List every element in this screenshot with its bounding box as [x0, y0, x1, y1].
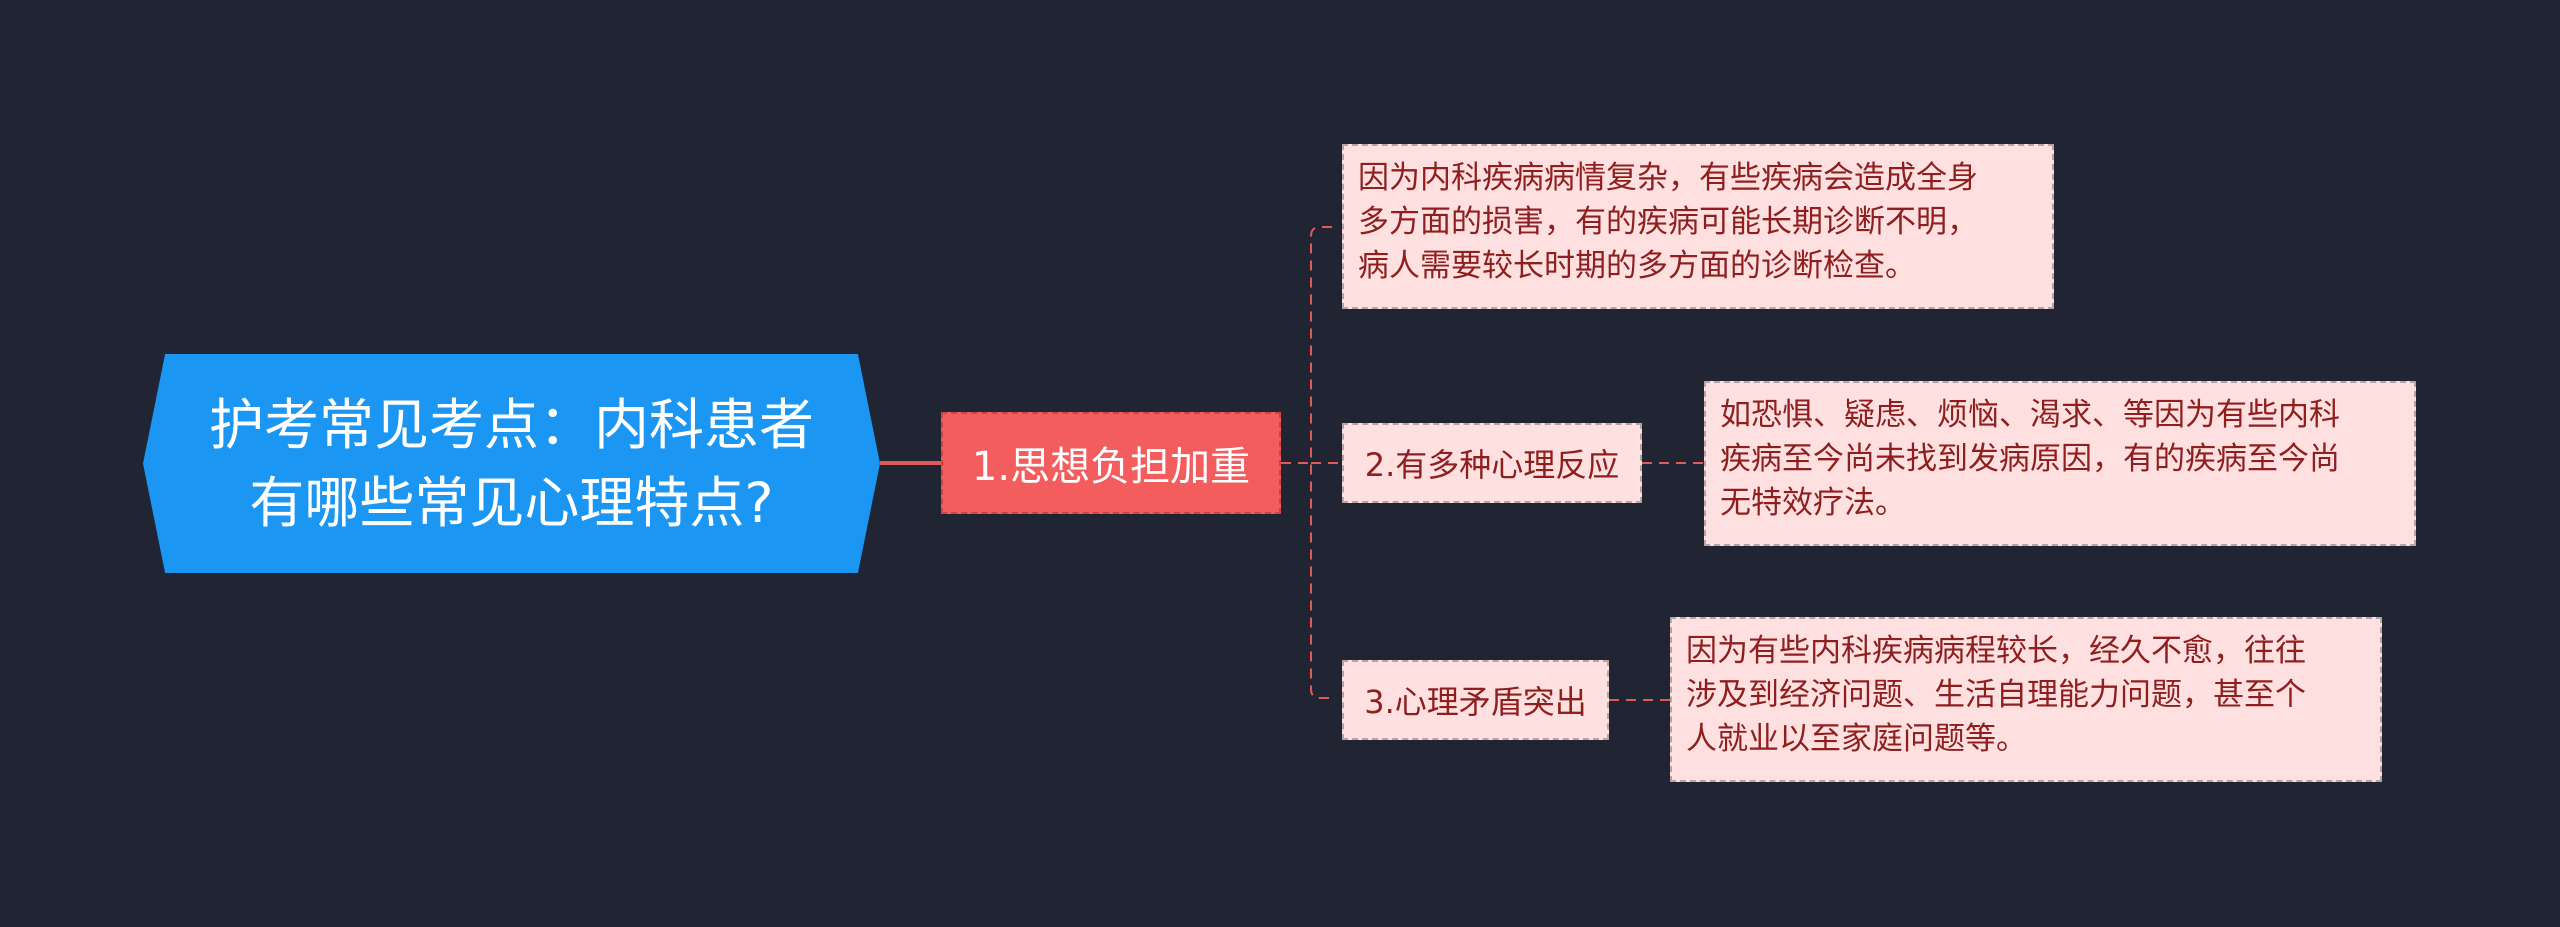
sub1-leaf-line-2: 多方面的损害，有的疾病可能长期诊断不明， [1358, 204, 1978, 240]
root-title-line1: 护考常见考点：内科患者 [208, 392, 814, 457]
sub3-leaf-line-3: 人就业以至家庭问题等。 [1686, 721, 2027, 757]
sub2-leaf-line-3: 无特效疗法。 [1720, 485, 1906, 521]
sub2-leaf-node[interactable]: 如恐惧、疑虑、烦恼、渴求、等因为有些内科 疾病至今尚未找到发病原因，有的疾病至今… [1704, 381, 2416, 546]
root-title-line2: 有哪些常见心理特点? [249, 470, 774, 535]
root-text: 护考常见考点：内科患者 有哪些常见心理特点? [209, 386, 814, 542]
sub3-node[interactable]: 3.心理矛盾突出 [1342, 660, 1609, 740]
root-node[interactable]: 护考常见考点：内科患者 有哪些常见心理特点? [143, 354, 880, 573]
sub2-node[interactable]: 2.有多种心理反应 [1342, 423, 1642, 503]
sub3-leaf-line-2: 涉及到经济问题、生活自理能力问题，甚至个 [1686, 677, 2306, 713]
sub1-leaf-node[interactable]: 因为内科疾病病情复杂，有些疾病会造成全身 多方面的损害，有的疾病可能长期诊断不明… [1342, 144, 2054, 309]
sub2-leaf-line-2: 疾病至今尚未找到发病原因，有的疾病至今尚 [1720, 441, 2340, 477]
sub3-leaf-node[interactable]: 因为有些内科疾病病程较长，经久不愈，往往 涉及到经济问题、生活自理能力问题，甚至… [1670, 617, 2382, 782]
sub3-leaf-line-1: 因为有些内科疾病病程较长，经久不愈，往往 [1686, 633, 2306, 669]
sub2-leaf-line-1: 如恐惧、疑虑、烦恼、渴求、等因为有些内科 [1720, 397, 2340, 433]
sub1-leaf-line-3: 病人需要较长时期的多方面的诊断检查。 [1358, 248, 1916, 284]
sub1-leaf-line-1: 因为内科疾病病情复杂，有些疾病会造成全身 [1358, 160, 1978, 196]
topic-node[interactable]: 1.思想负担加重 [941, 412, 1281, 514]
